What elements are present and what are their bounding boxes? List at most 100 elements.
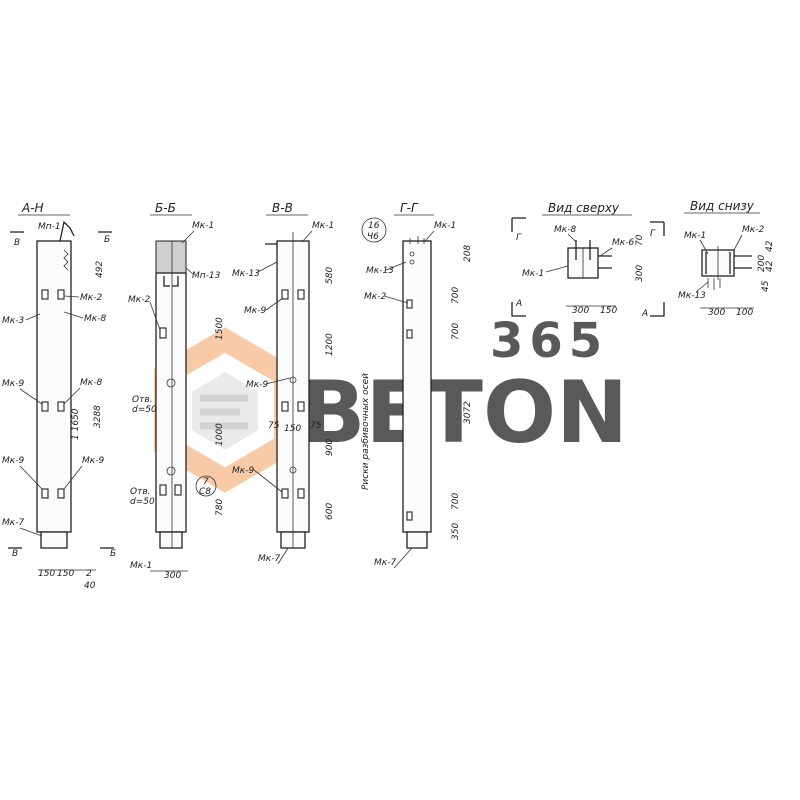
callout-text: С8	[199, 487, 211, 497]
embedded-plate	[41, 488, 49, 499]
part-label: Мк-2	[364, 292, 386, 302]
part-label: Мк-1	[130, 561, 152, 571]
axis-note: Риски разбивочных осей	[361, 373, 371, 490]
hole	[166, 378, 176, 388]
part-label: Мк-13	[232, 269, 260, 279]
embedded-plate	[41, 401, 49, 412]
cut-mark: А	[641, 309, 648, 319]
column-foot	[40, 531, 68, 549]
hole-note: d=50	[132, 405, 157, 415]
watermark-number: 365	[490, 313, 608, 369]
embedded-plate	[41, 289, 49, 300]
top-view: Вид сверху Г Г А А Мк-8 Мк-6 Мк-1 300 70…	[511, 201, 665, 319]
dimension-text: 700	[451, 287, 461, 304]
dimension-text: 300	[572, 306, 589, 316]
dimension-text: 492	[95, 261, 105, 278]
cut-mark: В	[12, 549, 18, 559]
embedded-plate	[406, 329, 413, 339]
dimension-text: 300	[635, 265, 645, 282]
part-label: Мк-9	[232, 466, 254, 476]
dimension-text: 45	[761, 280, 771, 292]
section-g-g: Г-Г 16 Ч6 Мк-1 Мк-13 Мк-2 Мк-7 208 700 7…	[361, 201, 473, 569]
dimension-text: 42	[765, 240, 775, 252]
dimension-text: 300	[708, 308, 725, 318]
part-label: Мк-8	[84, 314, 106, 324]
part-label: Мп-13	[192, 271, 221, 281]
dimension-text: 300	[164, 571, 181, 581]
hole-note: d=50	[130, 497, 155, 507]
part-label: Мк-1	[522, 269, 544, 279]
cut-mark: А	[515, 299, 522, 309]
dimension-text: 1000	[215, 423, 225, 446]
dimension-text: 3288	[93, 405, 103, 428]
dimension-text: 2	[86, 569, 92, 579]
embedded-plate	[159, 484, 167, 496]
dimension-text: 150	[600, 306, 617, 316]
dimension-text: 200	[757, 255, 767, 272]
dimension-text: 150	[57, 569, 74, 579]
dimension-text: 75	[310, 421, 322, 431]
embedded-plate	[57, 488, 65, 499]
callout-text: 7	[203, 477, 209, 487]
view-title: Вид сверху	[548, 201, 620, 215]
dimension-text: 208	[463, 245, 473, 262]
embedded-plate	[281, 401, 289, 412]
dimension-text: 350	[451, 523, 461, 540]
dimension-text: 40	[84, 581, 96, 591]
hole	[289, 466, 297, 474]
dimension-text: 100	[736, 308, 753, 318]
part-label: Мк-2	[80, 293, 102, 303]
callout-circle	[195, 475, 217, 497]
section-title: В-В	[272, 201, 293, 215]
dimension-text: 580	[325, 267, 335, 284]
section-b-b: Б-Б Мк-1 Мп-13 Мк-2 Отв. d=50 Отв. d=50 …	[128, 201, 225, 581]
section-title: А-Н	[21, 201, 44, 215]
part-label: Мк-1	[192, 221, 214, 231]
embedded-plate	[281, 488, 289, 499]
cut-mark: В	[14, 238, 20, 248]
part-label: Мп-1	[38, 222, 61, 232]
dimension-text: 3072	[463, 401, 473, 424]
view-title: Вид снизу	[690, 199, 755, 213]
embedded-plate	[406, 299, 413, 309]
embedded-plate	[297, 488, 305, 499]
part-label: Мк-9	[82, 456, 104, 466]
part-label: Мк-9	[244, 306, 266, 316]
dimension-text: 70	[635, 234, 645, 246]
dimension-text: 1200	[325, 333, 335, 356]
cut-mark: Б	[110, 549, 116, 559]
column-head	[155, 240, 187, 274]
section-a-n: А-Н В Б В Б Мп-1 Мк-2 Мк-8 Мк-3 Мк-9 Мк-…	[2, 201, 116, 591]
part-label: Мк-8	[80, 378, 102, 388]
dimension-text: 1500	[215, 317, 225, 340]
part-label: Мк-2	[128, 295, 150, 305]
part-label: Мк-7	[2, 518, 24, 528]
dimension-text: 900	[325, 439, 335, 456]
dimension-text: 150	[284, 424, 301, 434]
cut-mark: Б	[104, 235, 110, 245]
part-label: Мк-9	[2, 379, 24, 389]
dimension-text: 1 1650	[71, 408, 81, 440]
dimension-text: 150	[38, 569, 55, 579]
part-label: Мк-1	[312, 221, 334, 231]
part-label: Мк-9	[246, 380, 268, 390]
bottom-view: Вид снизу Мк-1 Мк-2 Мк-13 200 42 42 45 3…	[678, 199, 775, 318]
column-foot	[159, 531, 183, 549]
part-label: Мк-7	[374, 558, 396, 568]
part-label: Мк-2	[742, 225, 764, 235]
hole	[289, 376, 297, 384]
part-label: Мк-7	[258, 554, 280, 564]
embedded-plate	[281, 289, 289, 300]
part-label: Мк-9	[2, 456, 24, 466]
section-v-v: В-В Мк-1 Мк-13 Мк-9 Мк-9 Мк-9 Мк-7 580 1…	[232, 201, 371, 565]
cut-mark: Г	[650, 229, 656, 239]
column-body	[402, 240, 432, 533]
hole-note: Отв.	[132, 395, 153, 405]
dimension-text: 780	[215, 499, 225, 516]
embedded-plate	[159, 327, 167, 339]
part-label: Мк-1	[434, 221, 456, 231]
section-title: Б-Б	[155, 201, 176, 215]
embedded-plate	[406, 511, 413, 521]
dimension-text: 700	[451, 493, 461, 510]
